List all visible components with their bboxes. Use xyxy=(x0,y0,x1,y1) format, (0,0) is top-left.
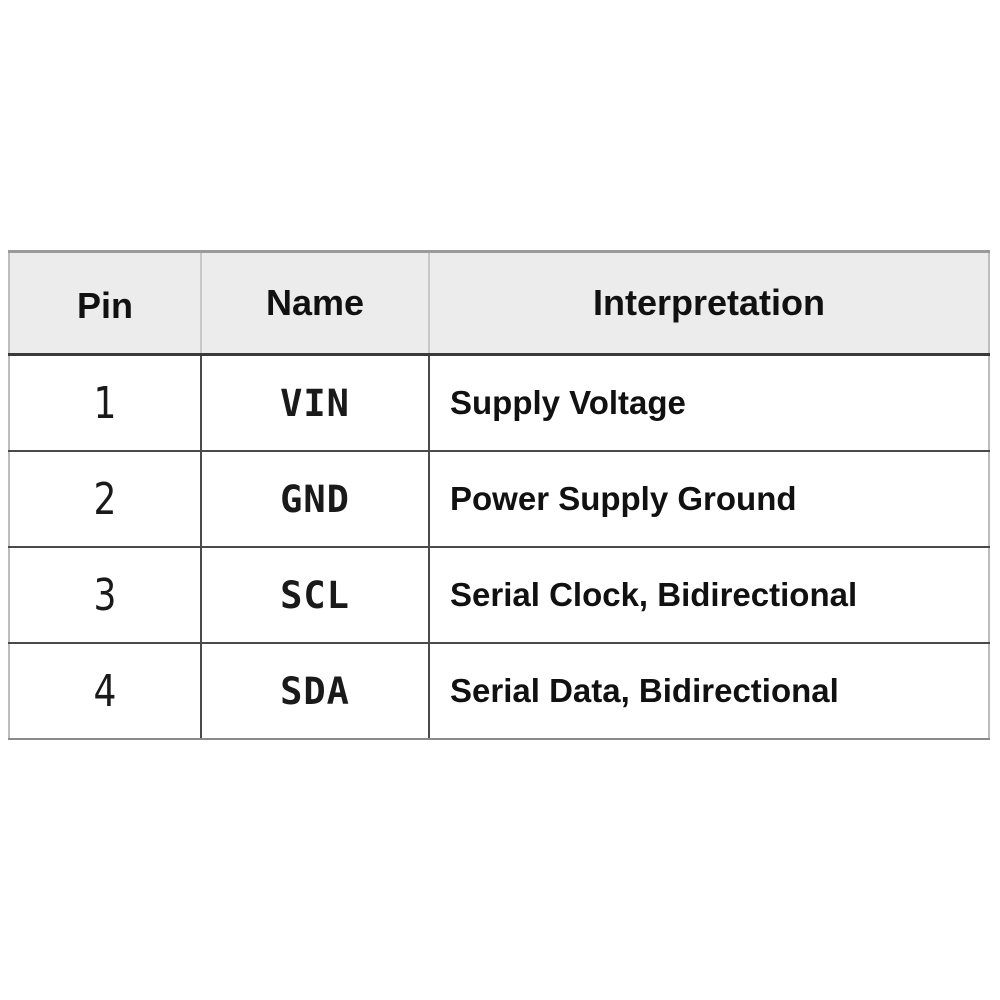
table-row: 3 SCL Serial Clock, Bidirectional xyxy=(9,546,990,644)
pin-number: 3 xyxy=(25,546,185,644)
table-body: 1 VIN Supply Voltage 2 GND Power Supply … xyxy=(9,353,990,740)
table-row: 4 SDA Serial Data, Bidirectional xyxy=(9,642,990,740)
header-name: Name xyxy=(200,250,430,356)
pin-interpretation: Supply Voltage xyxy=(428,353,990,452)
header-interpretation: Interpretation xyxy=(428,250,990,356)
pin-number: 4 xyxy=(25,642,185,740)
pin-interpretation: Serial Clock, Bidirectional xyxy=(428,546,990,644)
pin-name: VIN xyxy=(200,353,430,452)
header-pin: Pin xyxy=(8,250,202,356)
pin-number: 1 xyxy=(25,353,185,452)
pin-interpretation: Power Supply Ground xyxy=(428,450,990,548)
pin-name: SCL xyxy=(200,546,430,644)
header-row: Pin Name Interpretation xyxy=(8,250,990,356)
pin-interpretation: Serial Data, Bidirectional xyxy=(428,642,990,740)
table-row: 2 GND Power Supply Ground xyxy=(9,450,990,548)
table-header: Pin Name Interpretation xyxy=(8,250,990,356)
table-row: 1 VIN Supply Voltage xyxy=(9,353,990,452)
pin-number: 2 xyxy=(25,450,185,548)
pin-name: GND xyxy=(200,450,430,548)
pin-name: SDA xyxy=(200,642,430,740)
pin-definition-table: Pin Name Interpretation 1 VIN Supply Vol… xyxy=(8,250,990,740)
